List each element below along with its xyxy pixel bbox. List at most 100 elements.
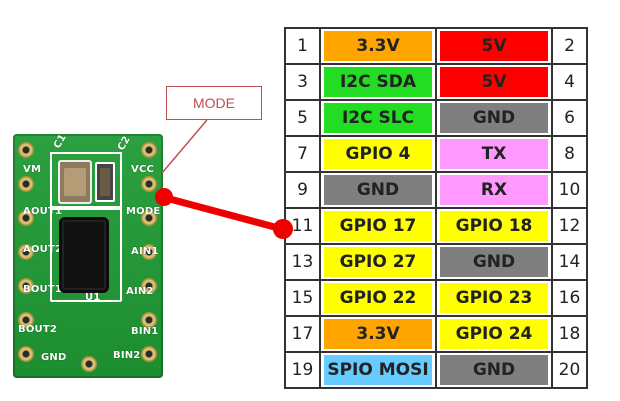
pin-number-right: 18 bbox=[551, 315, 588, 353]
board-pad bbox=[141, 346, 157, 362]
mode-callout: MODE bbox=[166, 86, 262, 120]
pin-function-right: GND bbox=[435, 351, 553, 389]
pin-function-left: GND bbox=[319, 171, 437, 209]
pin-function-right-label: GND bbox=[440, 103, 548, 133]
pin-function-right: GPIO 18 bbox=[435, 207, 553, 245]
pin-number-left: 5 bbox=[284, 99, 321, 137]
driver-chip bbox=[62, 220, 106, 290]
pin-function-right-label: GND bbox=[440, 355, 548, 385]
mode-pin-marker bbox=[155, 188, 173, 206]
pin-function-left-label: GPIO 27 bbox=[324, 247, 432, 277]
capacitor-silkscreen-outline bbox=[50, 152, 122, 210]
pin-function-right: 5V bbox=[435, 63, 553, 101]
board-label-gnd: GND bbox=[41, 352, 67, 363]
chip-silkscreen-outline bbox=[50, 206, 122, 302]
pin-function-right: RX bbox=[435, 171, 553, 209]
board-label-bin1: BIN1 bbox=[131, 326, 159, 337]
board-pad bbox=[141, 312, 157, 328]
board-label-aout1: AOUT1 bbox=[23, 206, 63, 217]
pin-function-right-label: 5V bbox=[440, 31, 548, 61]
board-label-vcc: VCC bbox=[131, 164, 155, 175]
pin-number-right: 12 bbox=[551, 207, 588, 245]
pin-function-right-label: 5V bbox=[440, 67, 548, 97]
board-pad bbox=[141, 278, 157, 294]
pin-function-left: GPIO 4 bbox=[319, 135, 437, 173]
pin-number-right: 8 bbox=[551, 135, 588, 173]
board-label-ain1: AIN1 bbox=[131, 246, 159, 257]
chip-label: U1 bbox=[85, 292, 101, 303]
pin-function-left: I2C SDA bbox=[319, 63, 437, 101]
board-pad bbox=[18, 244, 34, 260]
pin-function-left-label: GPIO 17 bbox=[324, 211, 432, 241]
board-pad bbox=[18, 346, 34, 362]
pin-number-right: 4 bbox=[551, 63, 588, 101]
board-label-ain2: AIN2 bbox=[126, 286, 154, 297]
pin-number-left: 3 bbox=[284, 63, 321, 101]
pin-function-left-label: GPIO 22 bbox=[324, 283, 432, 313]
pin-function-right-label: GPIO 23 bbox=[440, 283, 548, 313]
pin-function-left: GPIO 17 bbox=[319, 207, 437, 245]
pin-function-left-label: GND bbox=[324, 175, 432, 205]
pin-number-right: 14 bbox=[551, 243, 588, 281]
pin-number-left: 15 bbox=[284, 279, 321, 317]
pin-function-right-label: GND bbox=[440, 247, 548, 277]
board-pad bbox=[18, 278, 34, 294]
board-label-aout2: AOUT2 bbox=[23, 244, 63, 255]
gpio17-pin-marker bbox=[273, 219, 293, 239]
mode-callout-label: MODE bbox=[193, 95, 235, 111]
pin-function-right-label: GPIO 24 bbox=[440, 319, 548, 349]
board-pad bbox=[18, 210, 34, 226]
pin-number-right: 2 bbox=[551, 27, 588, 65]
pin-function-left: SPIO MOSI bbox=[319, 351, 437, 389]
pin-function-left-label: GPIO 4 bbox=[324, 139, 432, 169]
mode-to-gpio17-wire bbox=[162, 194, 286, 233]
pin-function-right: GPIO 24 bbox=[435, 315, 553, 353]
pin-number-left: 17 bbox=[284, 315, 321, 353]
pin-number-right: 6 bbox=[551, 99, 588, 137]
pin-function-left-label: 3.3V bbox=[324, 31, 432, 61]
board-label-bout1: BOUT1 bbox=[23, 284, 63, 295]
pin-function-right: 5V bbox=[435, 27, 553, 65]
board-pad bbox=[141, 244, 157, 260]
board-pad bbox=[18, 312, 34, 328]
pin-function-right-label: TX bbox=[440, 139, 548, 169]
pin-number-left: 7 bbox=[284, 135, 321, 173]
pin-number-right: 10 bbox=[551, 171, 588, 209]
board-pad bbox=[141, 210, 157, 226]
pin-number-left: 19 bbox=[284, 351, 321, 389]
pin-function-right: GND bbox=[435, 243, 553, 281]
pin-function-left: GPIO 22 bbox=[319, 279, 437, 317]
pin-function-left: 3.3V bbox=[319, 27, 437, 65]
pin-function-left: I2C SLC bbox=[319, 99, 437, 137]
pin-number-right: 16 bbox=[551, 279, 588, 317]
pin-function-left-label: I2C SLC bbox=[324, 103, 432, 133]
pin-function-right: TX bbox=[435, 135, 553, 173]
capacitor-c2 bbox=[95, 162, 115, 202]
pin-function-right-label: GPIO 18 bbox=[440, 211, 548, 241]
pin-function-left-label: 3.3V bbox=[324, 319, 432, 349]
board-label-bout2: BOUT2 bbox=[18, 324, 58, 335]
pin-function-left-label: SPIO MOSI bbox=[324, 355, 432, 385]
pin-function-left: 3.3V bbox=[319, 315, 437, 353]
pin-function-left: GPIO 27 bbox=[319, 243, 437, 281]
board-label-bin2: BIN2 bbox=[113, 350, 141, 361]
pin-number-left: 13 bbox=[284, 243, 321, 281]
pin-number-left: 1 bbox=[284, 27, 321, 65]
callout-pointer-line bbox=[161, 119, 208, 174]
board-label-vm: VM bbox=[23, 164, 42, 175]
board-pad bbox=[141, 176, 157, 192]
board-pad bbox=[141, 142, 157, 158]
pin-number-right: 20 bbox=[551, 351, 588, 389]
board-label-mode: MODE bbox=[126, 206, 161, 217]
